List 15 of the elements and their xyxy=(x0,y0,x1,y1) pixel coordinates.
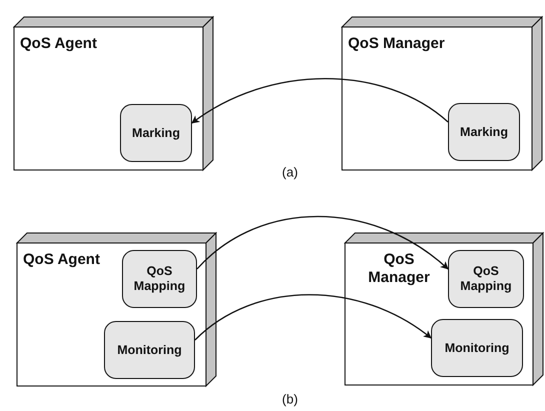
node-title: QoS Agent xyxy=(20,35,98,53)
figure-label: (b) xyxy=(282,392,298,406)
component-box: QoS Mapping xyxy=(122,250,197,308)
arrow xyxy=(196,216,449,270)
component-box: QoS Mapping xyxy=(448,250,524,308)
component-box: Monitoring xyxy=(104,321,195,379)
node-title: QoS Manager xyxy=(367,251,431,287)
arrow xyxy=(194,294,432,340)
node-title: QoS Manager xyxy=(348,35,446,53)
arrow xyxy=(191,78,448,124)
component-box: Marking xyxy=(448,103,520,161)
component-box: Monitoring xyxy=(431,319,523,377)
component-box: Marking xyxy=(120,104,192,162)
node-title: QoS Agent xyxy=(23,251,101,269)
figure-label: (a) xyxy=(282,164,298,180)
